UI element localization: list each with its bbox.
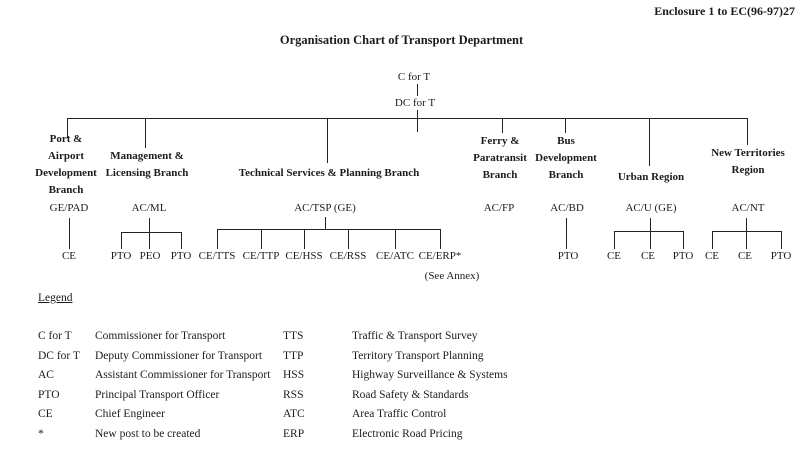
connector-line bbox=[217, 229, 218, 249]
node-ce-ttp: CE/TTP bbox=[242, 250, 280, 262]
connector-line bbox=[712, 231, 713, 249]
legend-abbr: AC bbox=[38, 369, 54, 381]
connector-line bbox=[261, 229, 262, 249]
legend-abbr: ERP bbox=[283, 428, 305, 440]
node-ml-pto-2: PTO bbox=[170, 250, 192, 262]
connector-line bbox=[121, 232, 182, 233]
legend-row: * New post to be created ERP Electronic … bbox=[38, 428, 508, 444]
branch-urban-region: Urban Region bbox=[617, 171, 685, 183]
connector-line bbox=[348, 229, 349, 249]
see-annex-note: (See Annex) bbox=[424, 270, 480, 282]
connector-line bbox=[67, 118, 748, 119]
connector-line bbox=[712, 231, 782, 232]
connector-line bbox=[440, 229, 441, 249]
legend-abbr: TTS bbox=[283, 330, 304, 342]
legend-meaning: Highway Surveillance & Systems bbox=[352, 369, 508, 381]
legend-abbr: HSS bbox=[283, 369, 305, 381]
page-title: Organisation Chart of Transport Departme… bbox=[279, 33, 524, 47]
connector-line bbox=[566, 218, 567, 249]
node-nt-pto: PTO bbox=[770, 250, 792, 262]
node-pad-ce: CE bbox=[61, 250, 77, 262]
connector-line bbox=[149, 218, 150, 249]
connector-line bbox=[217, 229, 441, 230]
legend-meaning: Traffic & Transport Survey bbox=[352, 330, 478, 342]
branch-ferry-paratransit: Ferry & Paratransit Branch bbox=[473, 135, 527, 181]
connector-line bbox=[417, 84, 418, 96]
connector-line bbox=[327, 118, 328, 163]
node-ce-rss: CE/RSS bbox=[329, 250, 367, 262]
branch-management-licensing: Management & Licensing Branch bbox=[105, 150, 189, 179]
legend-row: PTO Principal Transport Officer RSS Road… bbox=[38, 389, 508, 405]
node-deputy-commissioner: DC for T bbox=[394, 97, 436, 109]
legend-abbr: C for T bbox=[38, 330, 72, 342]
node-ac-fp: AC/FP bbox=[483, 202, 515, 214]
connector-line bbox=[181, 232, 182, 249]
legend-row: DC for T Deputy Commissioner for Transpo… bbox=[38, 350, 508, 366]
node-bd-pto: PTO bbox=[557, 250, 579, 262]
connector-line bbox=[121, 232, 122, 249]
node-ce-atc: CE/ATC bbox=[376, 250, 414, 262]
connector-line bbox=[325, 217, 326, 229]
legend-abbr: * bbox=[38, 428, 44, 440]
node-ce-erp: CE/ERP* bbox=[418, 250, 462, 262]
connector-line bbox=[565, 118, 566, 133]
connector-line bbox=[502, 118, 503, 133]
legend-meaning: Deputy Commissioner for Transport bbox=[95, 350, 263, 362]
legend-abbr: DC for T bbox=[38, 350, 80, 362]
legend-meaning: Assistant Commissioner for Transport bbox=[95, 369, 271, 381]
connector-line bbox=[683, 231, 684, 249]
node-ge-pad: GE/PAD bbox=[49, 202, 89, 214]
legend-meaning: New post to be created bbox=[95, 428, 201, 440]
connector-line bbox=[304, 229, 305, 249]
legend-row: CE Chief Engineer ATC Area Traffic Contr… bbox=[38, 408, 508, 424]
legend-heading: Legend bbox=[38, 292, 73, 304]
enclosure-reference: Enclosure 1 to EC(96-97)27 bbox=[654, 4, 795, 18]
node-nt-ce-2: CE bbox=[737, 250, 753, 262]
connector-line bbox=[69, 218, 70, 249]
legend-row: AC Assistant Commissioner for Transport … bbox=[38, 369, 508, 385]
node-u-pto: PTO bbox=[672, 250, 694, 262]
legend-abbr: PTO bbox=[38, 389, 60, 401]
legend-meaning: Commissioner for Transport bbox=[95, 330, 226, 342]
legend-abbr: CE bbox=[38, 408, 53, 420]
legend-abbr: RSS bbox=[283, 389, 304, 401]
connector-line bbox=[417, 110, 418, 132]
connector-line bbox=[747, 118, 748, 145]
node-ce-tts: CE/TTS bbox=[198, 250, 236, 262]
node-ac-ml: AC/ML bbox=[131, 202, 167, 214]
node-u-ce-1: CE bbox=[606, 250, 622, 262]
node-ml-peo: PEO bbox=[139, 250, 161, 262]
connector-line bbox=[649, 118, 650, 166]
connector-line bbox=[650, 218, 651, 249]
legend-abbr: ATC bbox=[283, 408, 305, 420]
node-nt-ce-1: CE bbox=[704, 250, 720, 262]
legend-meaning: Chief Engineer bbox=[95, 408, 165, 420]
legend-meaning: Area Traffic Control bbox=[352, 408, 447, 420]
connector-line bbox=[614, 231, 684, 232]
legend-meaning: Road Safety & Standards bbox=[352, 389, 469, 401]
connector-line bbox=[781, 231, 782, 249]
legend-meaning: Principal Transport Officer bbox=[95, 389, 220, 401]
node-ac-bd: AC/BD bbox=[550, 202, 584, 214]
legend-meaning: Territory Transport Planning bbox=[352, 350, 484, 362]
legend-meaning: Electronic Road Pricing bbox=[352, 428, 463, 440]
branch-port-airport: Port & Airport Development Branch bbox=[35, 133, 97, 196]
branch-technical-services: Technical Services & Planning Branch bbox=[238, 167, 420, 179]
node-ce-hss: CE/HSS bbox=[285, 250, 323, 262]
legend-row: C for T Commissioner for Transport TTS T… bbox=[38, 330, 508, 346]
node-u-ce-2: CE bbox=[640, 250, 656, 262]
connector-line bbox=[614, 231, 615, 249]
node-ac-u: AC/U (GE) bbox=[625, 202, 677, 214]
node-commissioner: C for T bbox=[397, 71, 431, 83]
node-ac-tsp: AC/TSP (GE) bbox=[294, 202, 356, 214]
connector-line bbox=[145, 118, 146, 148]
connector-line bbox=[67, 118, 68, 138]
connector-line bbox=[746, 218, 747, 249]
branch-bus-development: Bus Development Branch bbox=[535, 135, 597, 181]
node-ac-nt: AC/NT bbox=[731, 202, 765, 214]
legend-abbr: TTP bbox=[283, 350, 304, 362]
node-ml-pto-1: PTO bbox=[110, 250, 132, 262]
connector-line bbox=[395, 229, 396, 249]
branch-new-territories: New Territories Region bbox=[711, 147, 785, 176]
